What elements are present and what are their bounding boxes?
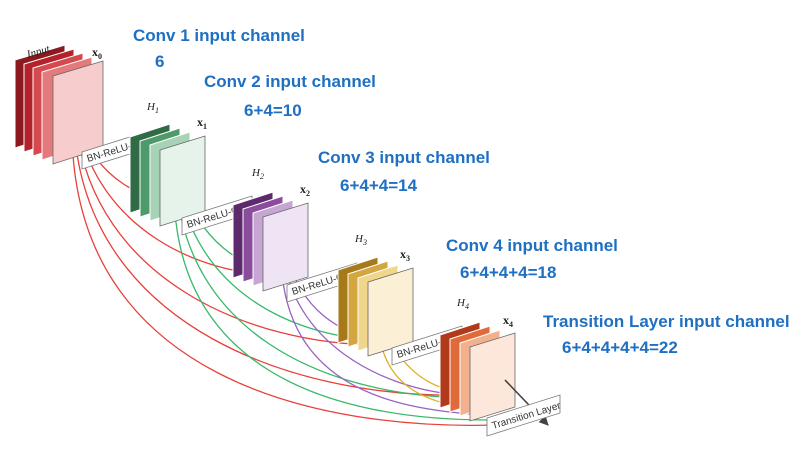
link-x0-to-h4 bbox=[73, 124, 471, 396]
conv4-input-channel-value: 6+4+4+4=18 bbox=[460, 263, 557, 282]
link-x1-to-h4 bbox=[175, 179, 466, 399]
conv3-input-channel-title: Conv 3 input channel bbox=[318, 148, 490, 167]
transition-input-channel-title: Transition Layer input channel bbox=[543, 312, 790, 331]
x1-feature-maps bbox=[129, 123, 206, 227]
conv2-input-channel-value: 6+4=10 bbox=[244, 101, 302, 120]
conv1-input-channel-title: Conv 1 input channel bbox=[133, 26, 305, 45]
h3-label: H3 bbox=[354, 233, 367, 247]
conv1-input-channel-value: 6 bbox=[155, 52, 165, 71]
link-x2-to-transition bbox=[280, 249, 489, 416]
link-x0-to-transition bbox=[71, 124, 496, 426]
h4-label: H4 bbox=[456, 297, 469, 311]
conv4-input-channel-title: Conv 4 input channel bbox=[446, 236, 618, 255]
x3-feature-maps bbox=[337, 256, 414, 357]
conv3-input-channel-value: 6+4+4=14 bbox=[340, 176, 418, 195]
x4-feature-maps bbox=[439, 321, 516, 422]
conv2-input-channel-title: Conv 2 input channel bbox=[204, 72, 376, 91]
h2-label: H2 bbox=[251, 167, 264, 181]
h1-label: H1 bbox=[146, 101, 159, 115]
x3-label: x3 bbox=[400, 247, 410, 263]
x1-label: x1 bbox=[197, 115, 207, 131]
x0-label: x0 bbox=[92, 45, 102, 61]
input-feature-maps bbox=[14, 44, 104, 165]
link-x1-to-transition bbox=[173, 179, 491, 421]
x2-feature-maps bbox=[232, 191, 309, 292]
link-x0-to-h3 bbox=[75, 124, 381, 346]
x4-label: x4 bbox=[503, 313, 513, 329]
x2-label: x2 bbox=[300, 182, 310, 198]
transition-input-channel-value: 6+4+4+4+4=22 bbox=[562, 338, 678, 357]
